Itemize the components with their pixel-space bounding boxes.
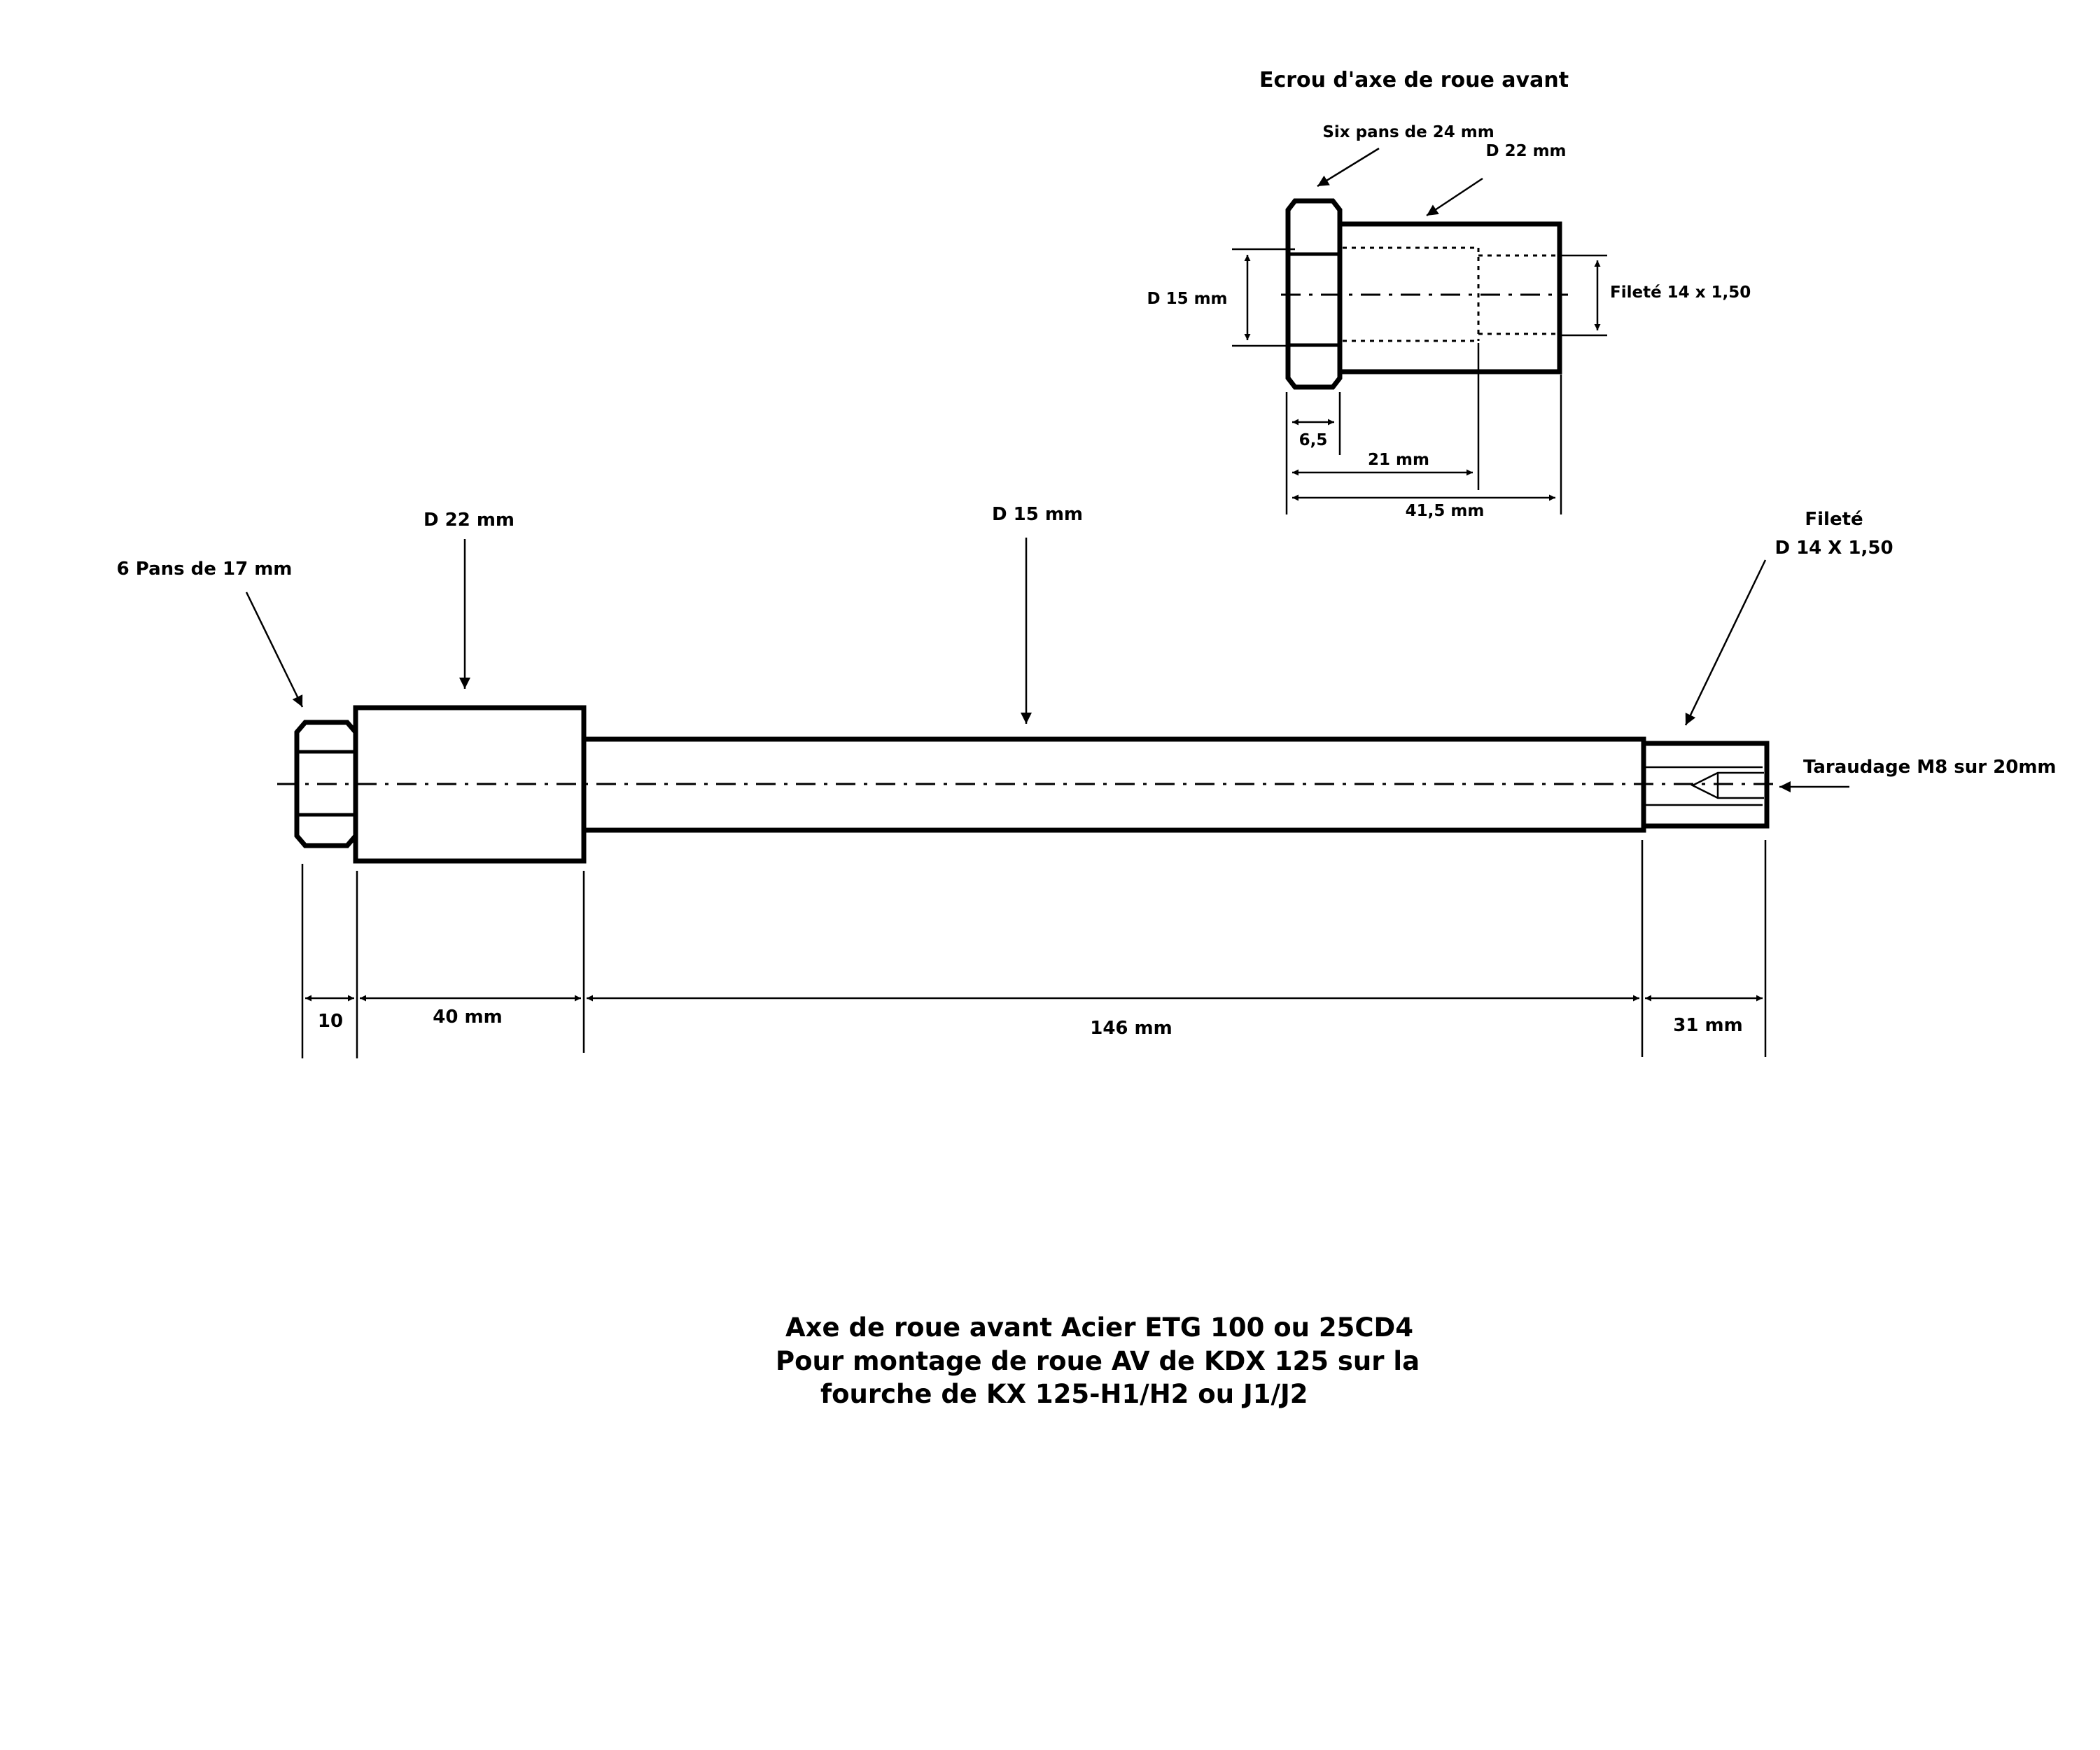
axle-collar-diameter: D 22 mm bbox=[424, 510, 514, 531]
axle-thread-label-line2: D 14 X 1,50 bbox=[1774, 538, 1893, 559]
nut-hex-leader bbox=[1317, 147, 1380, 188]
axle-dim-collar: 40 mm bbox=[433, 1007, 502, 1028]
caption-line-2: Pour montage de roue AV de KDX 125 sur l… bbox=[776, 1346, 1420, 1376]
nut-drawing: Ecrou d'axe de roue avant bbox=[1147, 68, 1751, 520]
nut-hex-label: Six pans de 24 mm bbox=[1322, 123, 1494, 141]
axle-thread-leader bbox=[1684, 559, 1767, 726]
nut-body bbox=[1337, 221, 1562, 374]
nut-hex-head bbox=[1285, 198, 1343, 390]
nut-dim-total: 41,5 mm bbox=[1406, 502, 1485, 520]
axle-tapping-label: Taraudage M8 sur 20mm bbox=[1803, 757, 2057, 778]
nut-thread-label: Fileté 14 x 1,50 bbox=[1610, 284, 1751, 302]
axle-dim-hex: 10 bbox=[318, 1011, 343, 1032]
axle-thread-label-line1: Fileté bbox=[1805, 509, 1863, 530]
nut-outer-diameter: D 22 mm bbox=[1485, 142, 1566, 160]
axle-hex-head bbox=[294, 720, 358, 848]
nut-inner-diameter: D 15 mm bbox=[1147, 290, 1227, 308]
axle-drawing: 6 Pans de 17 mm D 22 mm D 15 mm Fileté D… bbox=[117, 504, 2057, 1058]
axle-hex-leader bbox=[245, 592, 304, 708]
axle-collar bbox=[353, 705, 587, 864]
axle-dim-thread: 31 mm bbox=[1673, 1015, 1742, 1036]
axle-hex-label: 6 Pans de 17 mm bbox=[117, 559, 293, 580]
nut-dim-hex: 6,5 bbox=[1299, 431, 1328, 449]
caption: Axe de roue avant Acier ETG 100 ou 25CD4… bbox=[776, 1312, 1420, 1409]
axle-dim-shaft: 146 mm bbox=[1090, 1018, 1172, 1039]
nut-d22-leader bbox=[1426, 177, 1483, 217]
nut-dim-bore: 21 mm bbox=[1368, 451, 1429, 469]
axle-shaft-diameter: D 15 mm bbox=[992, 504, 1083, 525]
axle-tapped-hole bbox=[1690, 771, 1764, 799]
caption-line-3: fourche de KX 125-H1/H2 ou J1/J2 bbox=[820, 1379, 1308, 1409]
nut-title: Ecrou d'axe de roue avant bbox=[1259, 68, 1569, 92]
caption-line-1: Axe de roue avant Acier ETG 100 ou 25CD4 bbox=[785, 1312, 1413, 1343]
